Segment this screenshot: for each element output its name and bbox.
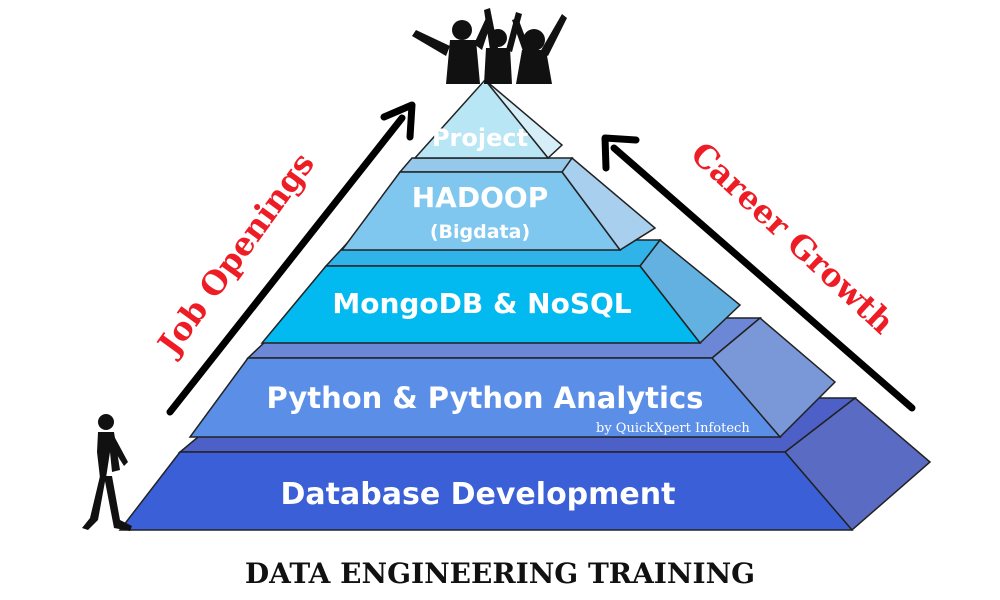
tier-label: HADOOP [412, 181, 548, 214]
diagram-title: DATA ENGINEERING TRAINING [245, 557, 755, 590]
tier-project: Project [413, 78, 564, 160]
tier-hadoop-bigdata: HADOOP (Bigdata) [340, 156, 657, 252]
up-arrow-icon [601, 134, 916, 412]
tier-label: Database Development [281, 477, 676, 512]
tier-front-face [260, 265, 702, 344]
tier-front-face [413, 78, 550, 159]
tier-label: Project [432, 124, 528, 152]
tier-label: MongoDB & NoSQL [332, 287, 631, 320]
tier-top-face [398, 157, 574, 173]
celebrating-people-icon [412, 8, 567, 84]
tier-label: Python & Python Analytics [267, 381, 704, 415]
up-arrow-icon [166, 101, 416, 416]
walking-person-icon [82, 414, 132, 531]
credit-text: by QuickXpert Infotech [596, 421, 750, 436]
tier-front-face [340, 171, 622, 251]
tier-mongodb-nosql: MongoDB & NoSQL [260, 238, 742, 345]
tier-front-face [188, 357, 782, 438]
tier-sublabel: (Bigdata) [430, 221, 530, 243]
tier-front-face [118, 451, 854, 531]
